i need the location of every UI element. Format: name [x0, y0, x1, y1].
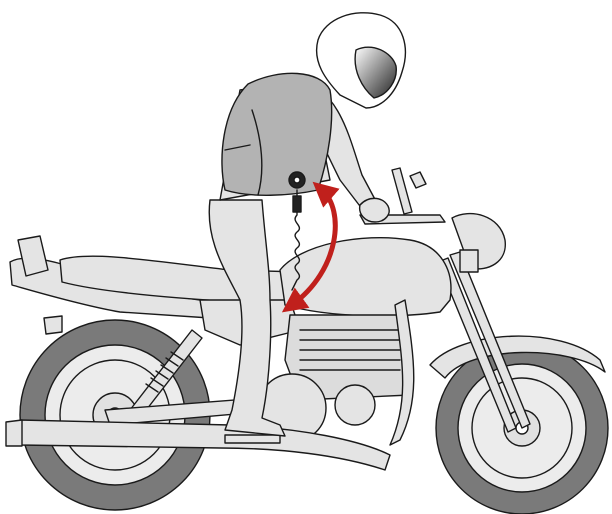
airbag-vest [222, 73, 332, 195]
front-turn-signal [460, 250, 478, 272]
turn-signal-rear [44, 316, 62, 334]
fuel-tank [280, 238, 451, 316]
tether-connector [293, 196, 301, 212]
rider-glove [360, 198, 389, 222]
footpeg [225, 435, 280, 443]
exhaust-tip [6, 420, 22, 446]
